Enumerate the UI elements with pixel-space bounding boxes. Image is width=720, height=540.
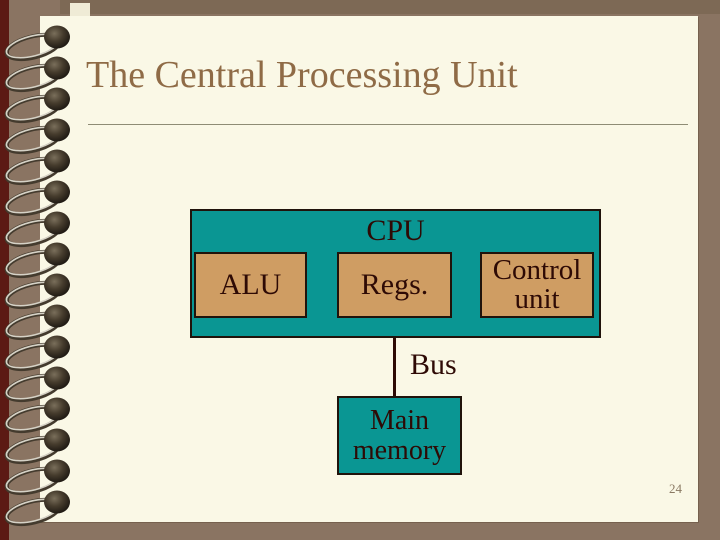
bus-connector-line xyxy=(393,338,396,397)
bus-label: Bus xyxy=(410,348,457,381)
control-unit-box: Control unit xyxy=(480,252,594,318)
alu-label: ALU xyxy=(219,268,282,301)
cpu-container-box: CPU ALU Regs. Control unit xyxy=(190,209,601,338)
alu-box: ALU xyxy=(194,252,307,318)
main-memory-label: Main memory xyxy=(352,404,447,466)
registers-label: Regs. xyxy=(360,268,429,301)
control-unit-label: Control unit xyxy=(492,254,582,315)
page-number: 24 xyxy=(669,481,682,496)
back-sheet-corner xyxy=(70,3,90,16)
spiral-rings xyxy=(4,25,70,527)
spiral-binding-icon xyxy=(4,25,70,527)
title-underline xyxy=(88,124,688,125)
main-memory-box: Main memory xyxy=(337,396,462,475)
back-sheet-edge xyxy=(60,0,720,14)
binder-spine xyxy=(0,0,9,540)
cpu-label: CPU xyxy=(366,214,425,247)
page-title: The Central Processing Unit xyxy=(86,54,518,96)
registers-box: Regs. xyxy=(337,252,452,318)
